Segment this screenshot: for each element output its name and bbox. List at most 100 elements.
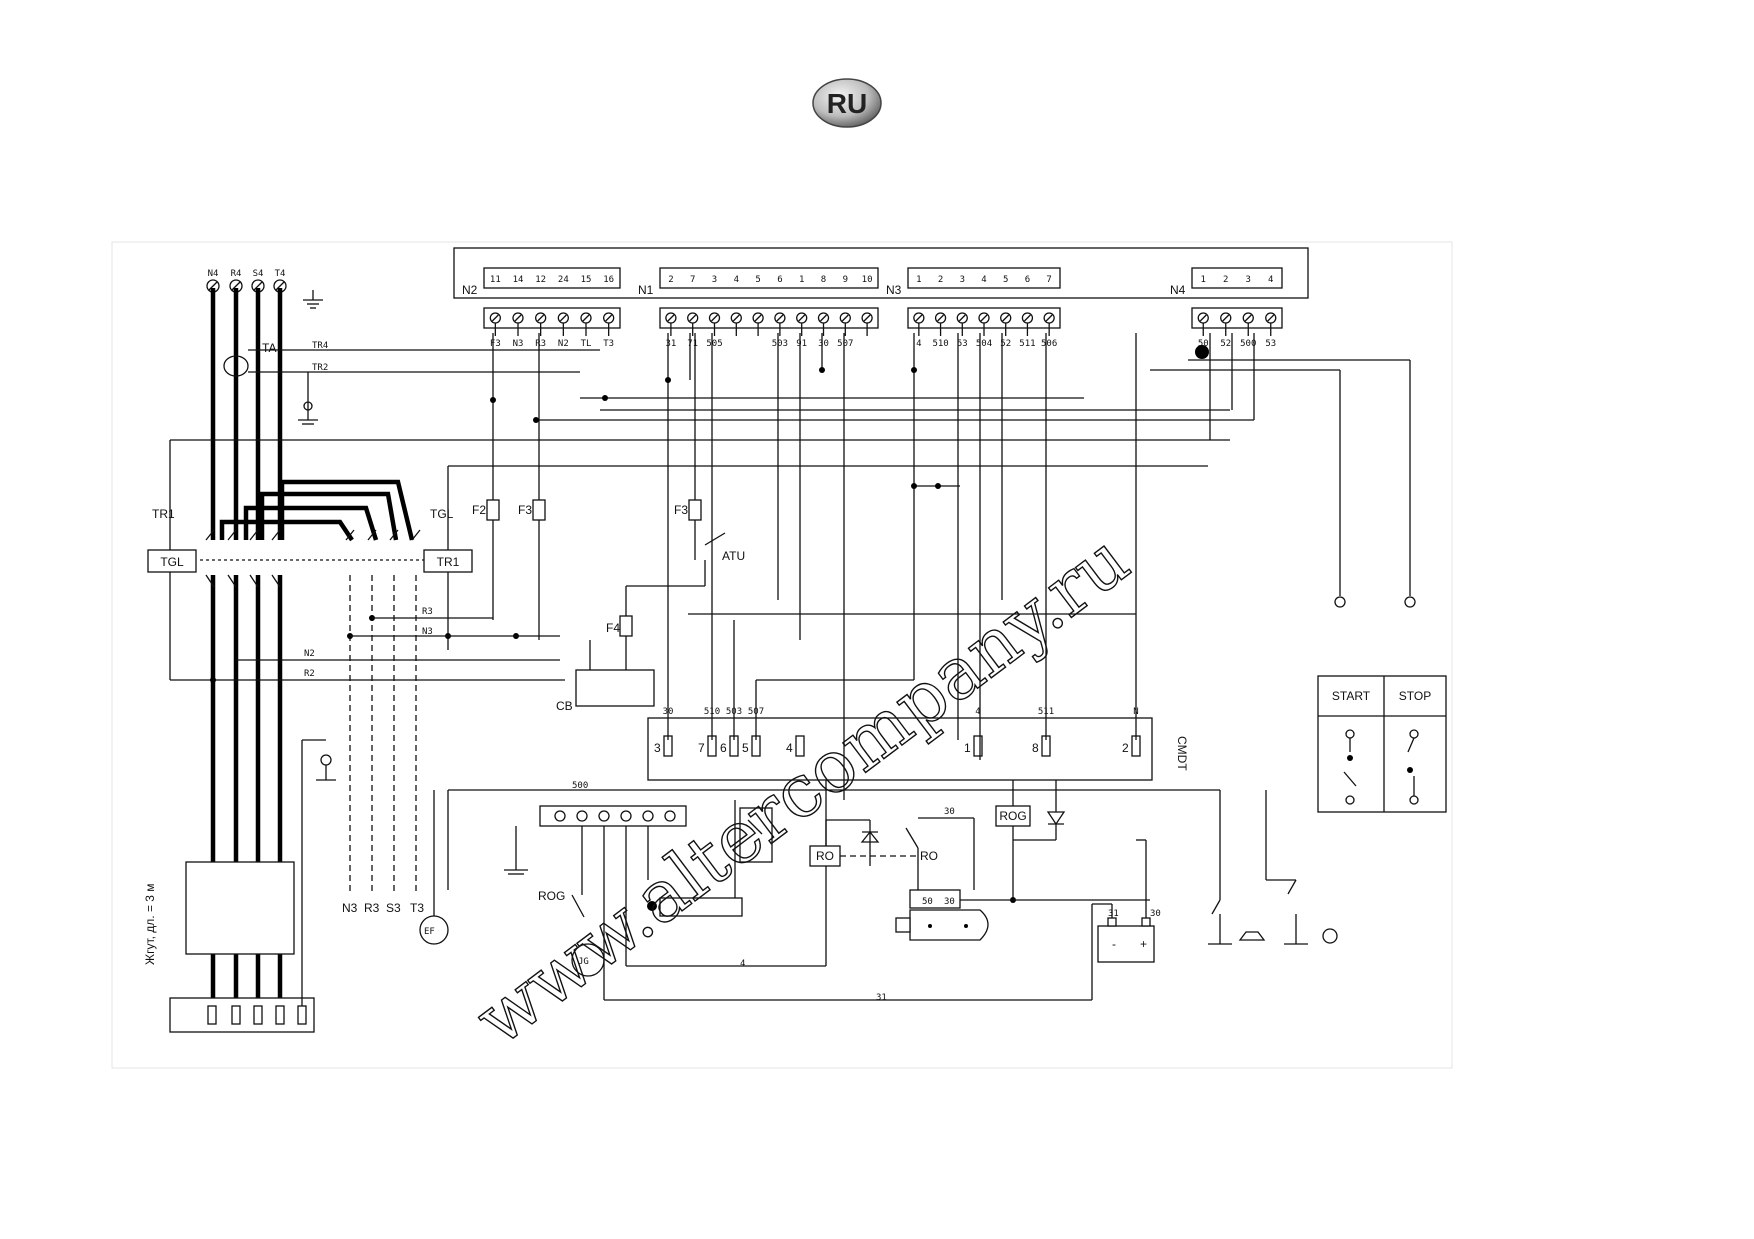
starter-motor: 50 30 [895,889,1150,941]
svg-text:4: 4 [740,959,745,969]
svg-text:CB: CB [556,699,573,713]
strip-lower-label: 52 [1220,339,1231,349]
harness: Жгут, дл. = 3 м [143,739,336,1033]
strip-upper-label: 14 [513,275,524,285]
strip-upper-label: 1 [1201,275,1206,285]
svg-text:TGL: TGL [160,555,184,569]
strip-upper-label: 3 [1246,275,1251,285]
start-stop-table[interactable]: START STOP [1317,675,1447,813]
strip-upper-label: 11 [490,275,501,285]
strip-lower-label: N3 [513,339,524,349]
cmdt-pin-number: 2 [1122,741,1129,755]
svg-text:30: 30 [1150,909,1161,919]
svg-text:TR1: TR1 [437,555,460,569]
rog-bottom-label: ROG [538,889,565,903]
ro-relay: RO RO 30 [809,780,975,890]
svg-text:TGL: TGL [430,507,454,521]
strip-name: N1 [638,283,654,297]
strip-upper-label: 2 [1223,275,1228,285]
strip-upper-label: 5 [755,275,760,285]
cmdt-pin-number: 4 [786,741,793,755]
strip-lower [483,307,621,329]
strip-upper-label: 1 [916,275,921,285]
harness-connector [169,997,315,1033]
svg-text:30: 30 [944,807,955,817]
watermark: www.altercompany.ru [460,517,1144,1061]
strip-upper-label: 5 [1003,275,1008,285]
strip-lower-label: R3 [535,339,546,349]
strip-upper-label: 15 [581,275,592,285]
svg-text:+: + [1140,937,1147,951]
lower-terminal-strip [539,805,687,827]
strip-lower-label: 50 [1198,339,1209,349]
drawing-frame [111,241,1453,1069]
stop-label: STOP [1399,689,1431,703]
cmdt-label: CMDT [1175,736,1189,771]
strip-upper-label: 12 [535,275,546,285]
atu-switch: ATU [626,532,745,587]
strip-upper-label: 4 [734,275,739,285]
strip-lower-label: 507 [837,339,853,349]
strip-upper-label: 24 [558,275,569,285]
strip-lower [1191,307,1283,329]
strip-upper-label: 10 [862,275,873,285]
svg-text:F3: F3 [674,503,688,517]
strip-upper-label: 6 [777,275,782,285]
strip-lower-label: 511 [1019,339,1035,349]
strip-upper-label: 16 [603,275,614,285]
strip-upper-label: 2 [938,275,943,285]
svg-text:TR4: TR4 [312,341,328,351]
cmdt-pin-number: 8 [1032,741,1039,755]
strip-lower-label: 504 [976,339,992,349]
svg-text:RO: RO [816,849,834,863]
dashed-cables: N3 R3 S3 T3 [342,575,424,915]
svg-text:31: 31 [876,993,887,1003]
badge-text: RU [827,88,867,119]
strip-lower-label: 4 [916,339,921,349]
cmdt-wire-label: 4 [975,707,980,717]
strip-upper-label: 9 [843,275,848,285]
ru-badge: RU [812,78,882,128]
strip-lower-label: 53 [1265,339,1276,349]
cable-t3: T3 [410,901,424,915]
strip-lower-label: 505 [706,339,722,349]
rog-relay: ROG [995,780,1066,903]
power-terminal-label: R4 [231,269,242,279]
strip-lower-label: F3 [490,339,501,349]
strip-name: N2 [462,283,478,297]
svg-text:-: - [1112,937,1116,951]
strip-name: N4 [1170,283,1186,297]
svg-text:500: 500 [572,781,588,791]
contactor-blocks: TGL TR1 TR1 TGL [147,439,1230,681]
strip-upper-label: 1 [799,275,804,285]
cable-s3: S3 [386,901,401,915]
strip-upper [1191,267,1283,289]
cmdt-pin-number: 3 [654,741,661,755]
strip-upper-label: 7 [1046,275,1051,285]
svg-text:RO: RO [920,849,938,863]
current-transformer: TA TR4 TR2 [223,341,600,425]
strip-name: N3 [886,283,902,297]
svg-text:TR2: TR2 [312,363,328,373]
fuses: F2 F3 F3 F4 [472,333,702,670]
svg-text:50: 50 [922,897,933,907]
strip-upper-label: 2 [668,275,673,285]
strip-upper-label: 4 [1268,275,1273,285]
sensors [1208,790,1338,945]
svg-text:R2: R2 [304,669,315,679]
ground-icon [303,290,323,309]
strip-upper-label: 8 [821,275,826,285]
strip-upper [483,267,621,289]
svg-text:30: 30 [944,897,955,907]
strip-lower-label: 503 [772,339,788,349]
cable-n3: N3 [342,901,358,915]
svg-text:F2: F2 [472,503,486,517]
svg-text:EF: EF [424,927,435,937]
cmdt-pin-number: 6 [720,741,727,755]
